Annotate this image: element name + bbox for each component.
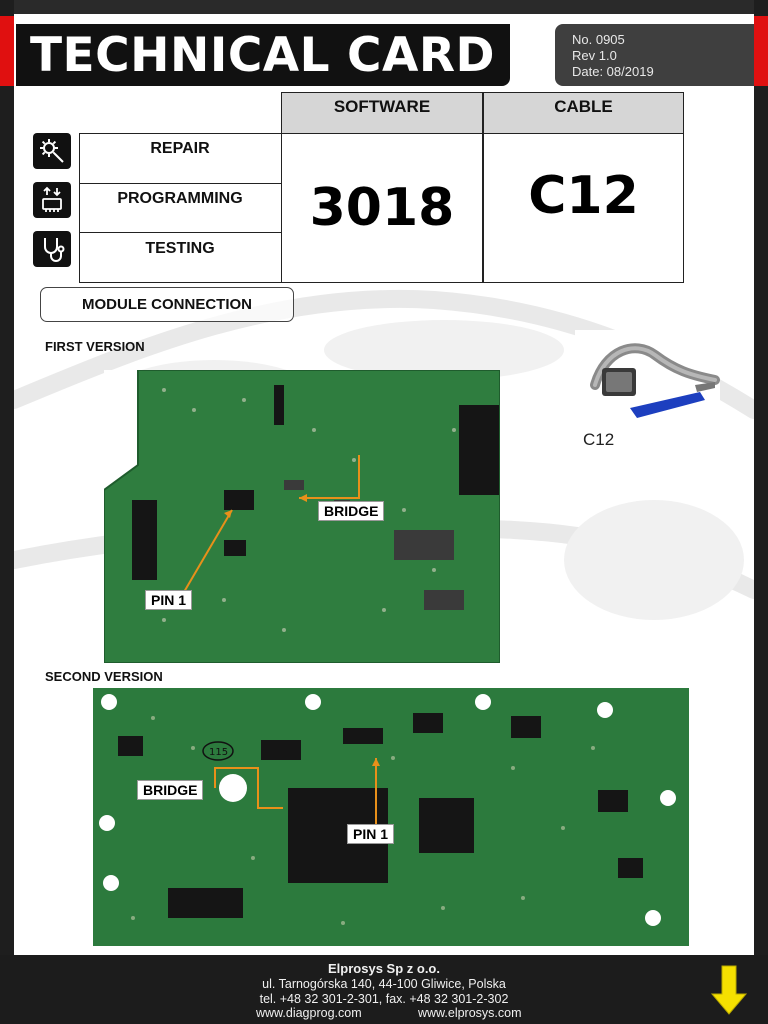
module-connection-label: MODULE CONNECTION [40, 287, 294, 322]
programming-icon [33, 182, 71, 218]
second-version-pcb-photo: 115 BRIDGE PIN 1 [93, 688, 689, 946]
footer-phone: tel. +48 32 301-2-301, fax. +48 32 301-2… [259, 992, 509, 1006]
repair-icon [33, 133, 71, 169]
cable-value-cell [483, 133, 684, 283]
row-cell-testing [79, 232, 282, 283]
left-frame-bar [0, 0, 14, 1024]
document-meta: No. 0905 Rev 1.0 Date: 08/2019 [555, 24, 754, 86]
document-date: Date: 08/2019 [572, 64, 654, 79]
footer-website-elprosys: www.elprosys.com [418, 1006, 522, 1020]
second-version-label: SECOND VERSION [45, 669, 163, 684]
footer-address: ul. Tarnogórska 140, 44-100 Gliwice, Pol… [262, 977, 506, 991]
first-version-bridge-callout: BRIDGE [318, 501, 385, 521]
software-value-cell [281, 133, 483, 283]
row-label-repair: REPAIR [150, 140, 210, 157]
footer-website-diagprog: www.diagprog.com [256, 1006, 362, 1020]
second-version-pin1-callout: PIN 1 [347, 824, 395, 844]
software-header: SOFTWARE [281, 92, 483, 134]
document-revision: Rev 1.0 [572, 48, 617, 63]
cable-header: CABLE [483, 92, 684, 134]
cable-code: C12 [528, 166, 639, 226]
silkscreen-115: 115 [209, 747, 228, 758]
cable-c12-label: C12 [583, 430, 615, 449]
right-frame-bar [754, 0, 768, 1024]
cable-c12-image: C12 [575, 330, 720, 458]
title-banner [16, 24, 510, 86]
right-red-accent-top [754, 16, 768, 86]
first-version-label: FIRST VERSION [45, 339, 145, 354]
left-red-accent-top [0, 16, 14, 86]
footer-company: Elprosys Sp z o.o. [328, 961, 440, 976]
first-version-pin1-callout: PIN 1 [145, 590, 193, 610]
footer: Elprosys Sp z o.o. ul. Tarnogórska 140, … [0, 955, 768, 1024]
page-title: TECHNICAL CARD [30, 28, 496, 83]
next-page-arrow-icon[interactable] [710, 964, 748, 1016]
second-version-bridge-callout: BRIDGE [137, 780, 204, 800]
row-label-testing: TESTING [145, 240, 215, 257]
testing-icon [33, 231, 71, 267]
document-number: No. 0905 [572, 32, 625, 47]
first-version-pcb-photo: BRIDGE PIN 1 [104, 370, 500, 663]
software-number: 3018 [309, 178, 455, 238]
top-frame-bar [0, 0, 768, 14]
row-cell-repair [79, 133, 282, 184]
row-label-programming: PROGRAMMING [117, 190, 243, 207]
